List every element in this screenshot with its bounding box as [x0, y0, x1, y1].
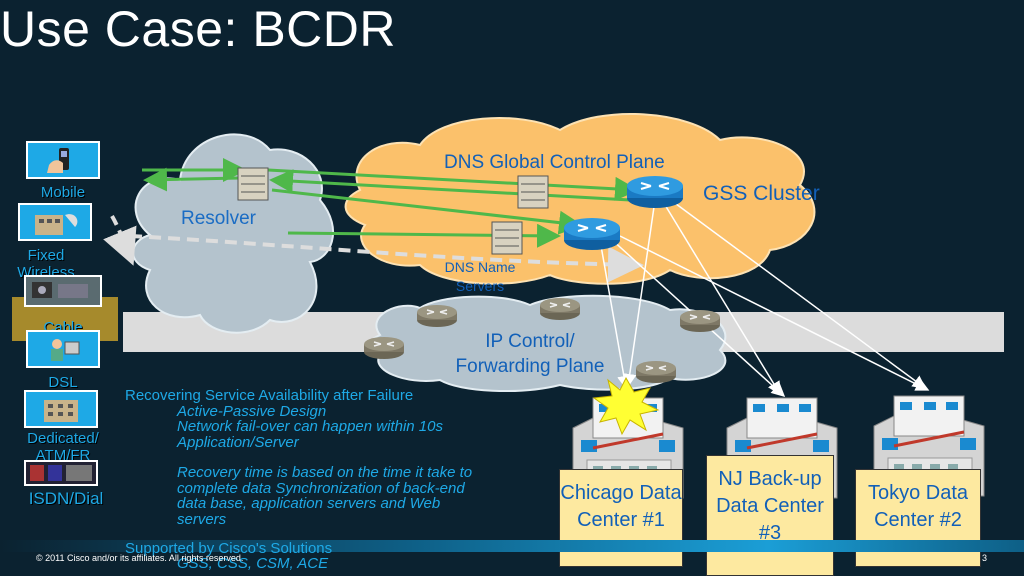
- slide-title: Use Case: BCDR: [0, 1, 396, 57]
- isdn-photo-icon: [24, 460, 98, 486]
- notes-line-8: servers: [177, 510, 227, 528]
- gss-cluster-label: GSS Cluster: [703, 182, 820, 205]
- tokyo-label: Tokyo Data Center #2: [855, 469, 981, 567]
- notes-line-7: data base, application servers and Web: [177, 495, 441, 512]
- notes-line-4: [125, 450, 535, 465]
- ip-router-3: [679, 309, 721, 333]
- nj-label: NJ Back-up Data Center #3: [706, 455, 834, 576]
- cable-photo-icon: [24, 275, 102, 307]
- copyright: © 2011 Cisco and/or its affiliates. All …: [36, 553, 244, 563]
- access-label-isdn: ISDN/Dial: [28, 489, 104, 508]
- ip-router-4: [363, 336, 405, 360]
- failure-burst: [592, 376, 660, 436]
- dsl-user-icon: [26, 330, 100, 368]
- chicago-label: Chicago Data Center #1: [559, 469, 683, 567]
- supported-heading: Supported by Cisco's Solutions: [125, 540, 333, 557]
- notes-line-6: complete data Synchronization of back-en…: [177, 479, 465, 497]
- mobile-phone-icon: [26, 141, 100, 179]
- wireless-building-icon: [18, 203, 92, 241]
- recovery-notes: Recovering Service Availability after Fa…: [125, 388, 535, 527]
- access-label-dedicated: Dedicated/ ATM/FR: [27, 430, 99, 464]
- ip-router-2: [539, 297, 581, 321]
- supported-line: GSS, CSS, CSM, ACE: [177, 555, 329, 572]
- ip-router-1: [416, 304, 458, 328]
- notes-line-5: Recovery time is based on the time it ta…: [177, 464, 473, 481]
- gss-router-2: [563, 217, 621, 251]
- notes-line-3: Application/Server: [177, 433, 299, 451]
- gss-router-1: [626, 175, 684, 209]
- notes-line-1: Active-Passive Design: [177, 402, 327, 420]
- resolver-label: Resolver: [181, 208, 256, 229]
- dns-global-label: DNS Global Control Plane: [444, 152, 665, 173]
- ip-router-5: [635, 360, 677, 384]
- ip-control-label: IP Control/ Forwarding Plane: [455, 331, 605, 377]
- dns-global-cloud: [344, 112, 816, 285]
- dns-server-1: [517, 175, 549, 209]
- footer-bar: [0, 540, 1024, 552]
- access-label-dsl: DSL: [48, 374, 78, 391]
- page-number: 3: [982, 553, 988, 563]
- office-building-icon: [24, 390, 98, 428]
- notes-line-2: Network fail-over can happen within 10s: [177, 418, 443, 435]
- dns-server-2: [491, 221, 523, 255]
- access-label-mobile: Mobile: [40, 184, 86, 201]
- dns-name-servers-label: DNS Name Servers: [444, 259, 516, 294]
- notes-heading: Recovering Service Availability after Fa…: [125, 387, 414, 404]
- resolver-server: [237, 167, 269, 201]
